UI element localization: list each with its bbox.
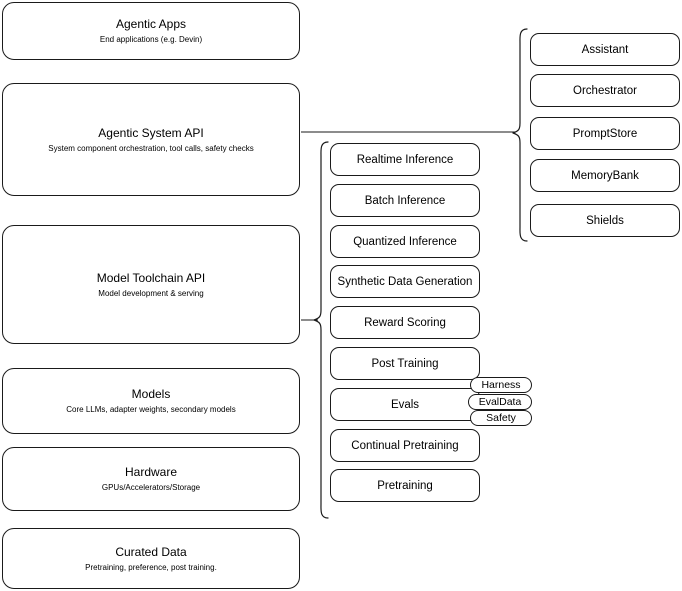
- toolchain-item-evals[interactable]: Evals: [330, 388, 480, 421]
- system-component-label: Shields: [586, 214, 624, 227]
- stack-layer-curated-data[interactable]: Curated Data Pretraining, preference, po…: [2, 528, 300, 589]
- stack-layer-title: Agentic Apps: [115, 17, 187, 31]
- stack-layer-subtitle: Model development & serving: [98, 288, 204, 298]
- system-component-memorybank[interactable]: MemoryBank: [530, 159, 680, 192]
- toolchain-item-label: Realtime Inference: [356, 153, 454, 166]
- toolchain-item-label: Synthetic Data Generation: [337, 275, 473, 288]
- system-component-promptstore[interactable]: PromptStore: [530, 117, 680, 150]
- stack-layer-title: Agentic System API: [98, 125, 204, 140]
- system-component-label: PromptStore: [572, 127, 638, 140]
- evals-tag-label: EvalData: [478, 396, 522, 408]
- stack-layer-subtitle: System component orchestration, tool cal…: [48, 143, 254, 153]
- system-component-label: Assistant: [581, 43, 629, 56]
- toolchain-item-pretraining[interactable]: Pretraining: [330, 469, 480, 502]
- toolchain-item-label: Evals: [390, 398, 420, 411]
- toolchain-item-label: Reward Scoring: [364, 316, 446, 329]
- toolchain-item-label: Batch Inference: [364, 194, 446, 207]
- system-component-assistant[interactable]: Assistant: [530, 33, 680, 66]
- stack-layer-models[interactable]: Models Core LLMs, adapter weights, secon…: [2, 368, 300, 434]
- stack-layer-agentic-system-api[interactable]: Agentic System API System component orch…: [2, 83, 300, 196]
- system-component-label: Orchestrator: [573, 84, 637, 97]
- system-component-shields[interactable]: Shields: [530, 204, 680, 237]
- system-component-label: MemoryBank: [571, 169, 639, 182]
- stack-layer-agentic-apps[interactable]: Agentic Apps End applications (e.g. Devi…: [2, 2, 300, 60]
- toolchain-item-synthetic-data-generation[interactable]: Synthetic Data Generation: [330, 265, 480, 298]
- stack-layer-subtitle: Core LLMs, adapter weights, secondary mo…: [66, 405, 236, 414]
- toolchain-item-continual-pretraining[interactable]: Continual Pretraining: [330, 429, 480, 462]
- evals-tag-safety[interactable]: Safety: [470, 410, 532, 426]
- evals-tag-label: Harness: [481, 379, 521, 391]
- stack-layer-subtitle: Pretraining, preference, post training.: [85, 562, 217, 572]
- stack-layer-title: Curated Data: [115, 544, 187, 559]
- toolchain-item-quantized-inference[interactable]: Quantized Inference: [330, 225, 480, 258]
- stack-layer-subtitle: End applications (e.g. Devin): [99, 35, 203, 44]
- stack-layer-title: Models: [131, 387, 171, 401]
- evals-tag-harness[interactable]: Harness: [470, 377, 532, 393]
- evals-tag-label: Safety: [486, 412, 516, 424]
- toolchain-item-label: Pretraining: [377, 479, 433, 492]
- toolchain-item-batch-inference[interactable]: Batch Inference: [330, 184, 480, 217]
- stack-layer-model-toolchain-api[interactable]: Model Toolchain API Model development & …: [2, 225, 300, 344]
- stack-layer-title: Model Toolchain API: [96, 270, 206, 285]
- toolchain-item-realtime-inference[interactable]: Realtime Inference: [330, 143, 480, 176]
- system-component-orchestrator[interactable]: Orchestrator: [530, 74, 680, 107]
- toolchain-item-label: Continual Pretraining: [351, 439, 459, 452]
- toolchain-item-label: Quantized Inference: [353, 235, 457, 248]
- toolchain-item-post-training[interactable]: Post Training: [330, 347, 480, 380]
- stack-layer-title: Hardware: [124, 465, 178, 479]
- evals-tag-evaldata[interactable]: EvalData: [468, 394, 532, 410]
- toolchain-item-label: Post Training: [371, 357, 439, 370]
- stack-layer-subtitle: GPUs/Accelerators/Storage: [101, 483, 201, 492]
- toolchain-item-reward-scoring[interactable]: Reward Scoring: [330, 306, 480, 339]
- brace-system-components: [512, 28, 528, 242]
- stack-layer-hardware[interactable]: Hardware GPUs/Accelerators/Storage: [2, 447, 300, 511]
- brace-toolchain: [313, 141, 329, 519]
